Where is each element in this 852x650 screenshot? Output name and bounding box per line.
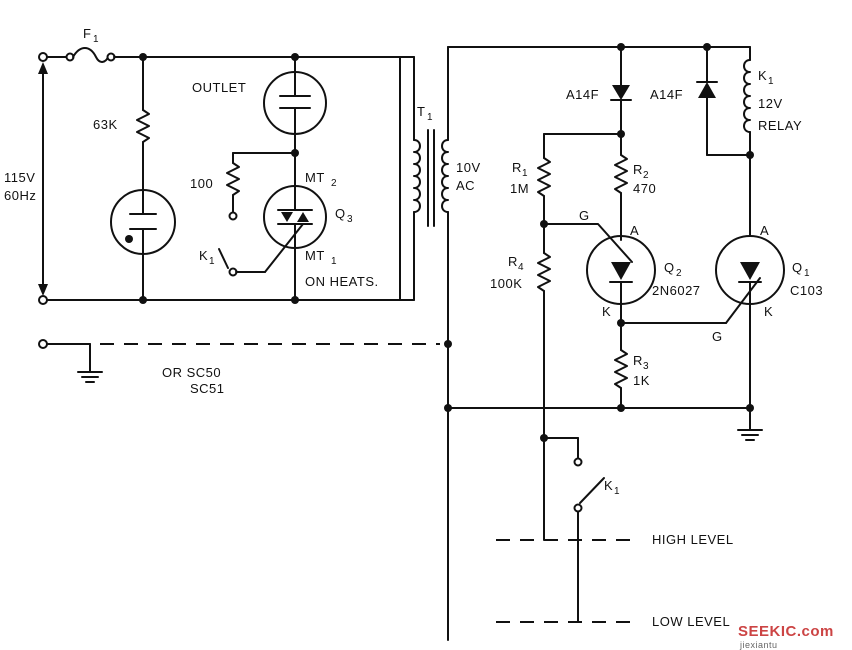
watermark-text: SEEKIC.com (738, 623, 834, 640)
terminal-bottom (38, 295, 48, 305)
control-section (444, 43, 785, 623)
label-10v: 10V (456, 160, 481, 175)
label-k1-bottom: K (604, 478, 613, 493)
fuse-f1 (46, 47, 401, 63)
relay-contact-k1-bottom (543, 437, 605, 623)
label-k1-left-sub: 1 (209, 256, 215, 267)
label-q3: Q (335, 206, 346, 221)
label-k1-bottom-sub: 1 (614, 486, 620, 497)
relay-contact-k1-left (218, 248, 266, 277)
label-mt1: MT (305, 248, 325, 263)
label-100: 100 (190, 176, 213, 191)
label-a14f-2: A14F (650, 87, 683, 102)
label-k1-relay-sub: 1 (768, 76, 774, 87)
label-k-q2: K (602, 304, 611, 319)
label-outlet: OUTLET (192, 80, 246, 95)
label-t1-sub: 1 (427, 112, 433, 123)
label-r4-value: 100K (490, 276, 522, 291)
label-12v: 12V (758, 96, 783, 111)
resistor-100 (226, 152, 296, 221)
voltage-arrow (38, 62, 48, 296)
label-mt1-sub: 1 (331, 256, 337, 267)
label-60hz: 60Hz (4, 188, 36, 203)
resistor-r1 (537, 133, 551, 254)
resistor-63k (136, 56, 150, 191)
watermark: SEEKIC.com jiexiantu (738, 623, 834, 650)
ground-right (737, 407, 763, 441)
label-q1-part: C103 (790, 283, 823, 298)
labels: F 1 115V 60Hz 63K OUTLET 100 MT 2 Q 3 K … (4, 26, 823, 629)
label-a-q1: A (760, 223, 769, 238)
label-mt2: MT (305, 170, 325, 185)
label-ac: AC (456, 178, 475, 193)
label-f1: F (83, 26, 91, 41)
label-relay: RELAY (758, 118, 802, 133)
label-r2: R (633, 162, 643, 177)
terminal-ground (38, 339, 48, 349)
label-r1: R (512, 160, 522, 175)
terminal-top (38, 52, 48, 62)
ground-left (46, 343, 103, 383)
label-r3: R (633, 353, 643, 368)
label-q1: Q (792, 260, 803, 275)
scr-q1 (715, 154, 785, 409)
put-q2 (543, 223, 656, 324)
label-low-level: LOW LEVEL (652, 614, 730, 629)
diode-a14f-2 (696, 46, 751, 156)
label-high-level: HIGH LEVEL (652, 532, 734, 547)
label-q2-part: 2N6027 (652, 283, 701, 298)
label-115v: 115V (4, 170, 35, 185)
label-q2-sub: 2 (676, 268, 682, 279)
label-sc51: SC51 (190, 381, 225, 396)
triac-q3 (263, 185, 327, 301)
label-k1-left: K (199, 248, 208, 263)
label-or-sc50: OR SC50 (162, 365, 221, 380)
label-r2-sub: 2 (643, 170, 649, 181)
label-q1-sub: 1 (804, 268, 810, 279)
neon-lamp (110, 189, 176, 301)
outlet-lamp (263, 56, 327, 187)
label-a-q2: A (630, 223, 639, 238)
label-on-heats: ON HEATS. (305, 274, 379, 289)
label-r3-sub: 3 (643, 361, 649, 372)
label-g-q1: G (712, 329, 723, 344)
resistor-r2 (614, 154, 628, 241)
label-r1-sub: 1 (522, 168, 528, 179)
label-q3-sub: 3 (347, 214, 353, 225)
watermark-subtext: jiexiantu (739, 640, 778, 650)
label-t1: T (417, 104, 425, 119)
label-g-q2: G (579, 208, 590, 223)
label-r3-value: 1K (633, 373, 650, 388)
label-q2: Q (664, 260, 675, 275)
label-r2-value: 470 (633, 181, 656, 196)
mains-section (38, 47, 440, 383)
diode-a14f-1 (610, 46, 632, 156)
label-r4: R (508, 254, 518, 269)
label-k-q1: K (764, 304, 773, 319)
label-f1-sub: 1 (93, 34, 99, 45)
label-a14f-1: A14F (566, 87, 599, 102)
label-r4-sub: 4 (518, 262, 524, 273)
label-k1-relay: K (758, 68, 767, 83)
resistor-r4 (537, 252, 551, 541)
label-63k: 63K (93, 117, 118, 132)
label-mt2-sub: 2 (331, 178, 337, 189)
label-r1-value: 1M (510, 181, 529, 196)
transformer-t1 (399, 46, 452, 641)
resistor-r3 (614, 322, 628, 409)
relay-coil-k1 (743, 46, 751, 156)
